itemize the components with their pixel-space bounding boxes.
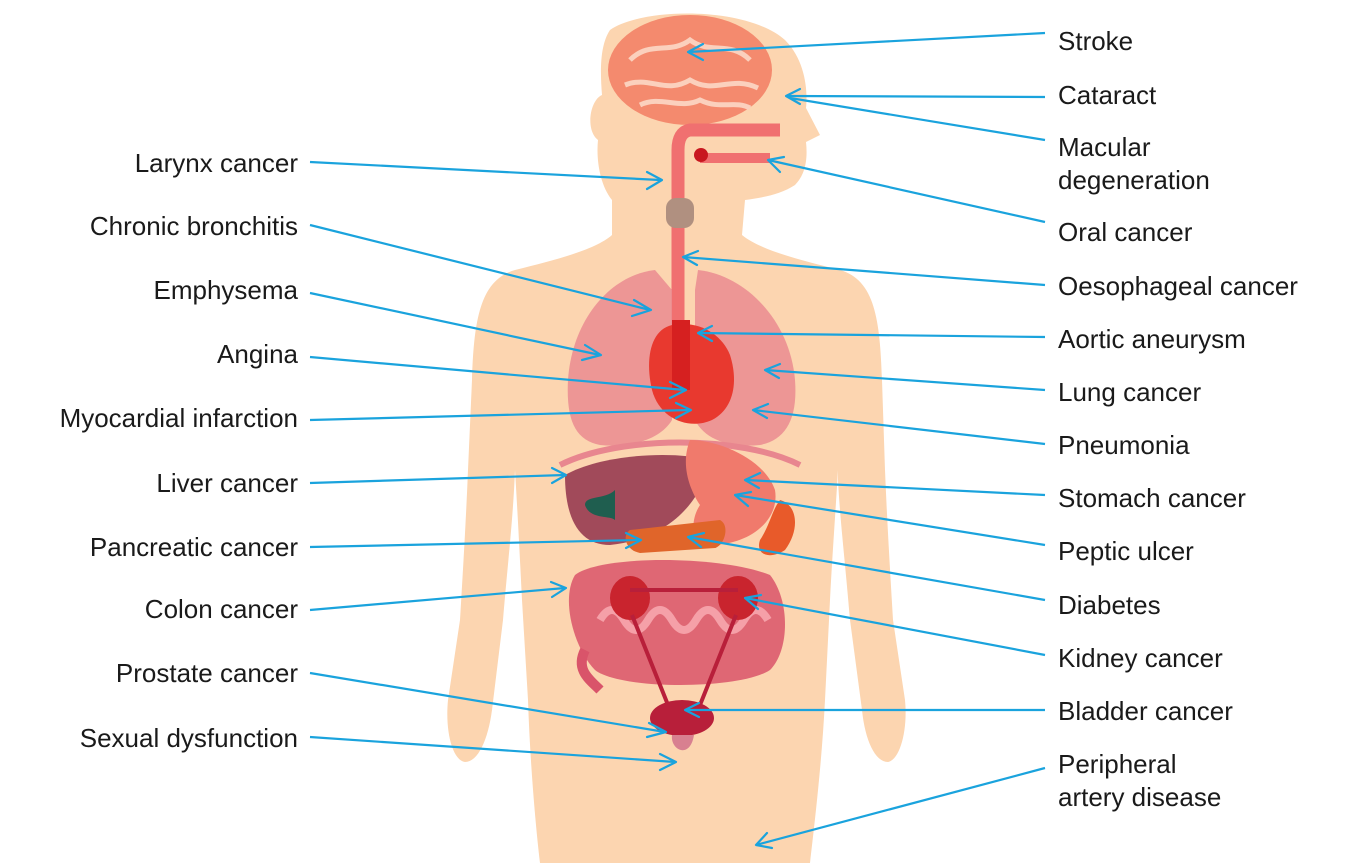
label-colon-cancer: Colon cancer (145, 594, 299, 624)
label-oesophageal-cancer: Oesophageal cancer (1058, 271, 1298, 301)
label-macular-line1: Macular (1058, 132, 1151, 162)
aorta (672, 320, 690, 390)
larynx-shape (666, 198, 694, 228)
label-emphysema: Emphysema (154, 275, 299, 305)
label-sexual-dysfunction: Sexual dysfunction (80, 723, 298, 753)
label-angina: Angina (217, 339, 298, 369)
label-aortic-aneurysm: Aortic aneurysm (1058, 324, 1246, 354)
label-liver-cancer: Liver cancer (156, 468, 298, 498)
label-prostate-cancer: Prostate cancer (116, 658, 298, 688)
label-pneumonia: Pneumonia (1058, 430, 1190, 460)
label-myocardial-infarction: Myocardial infarction (60, 403, 298, 433)
leader-oral (768, 160, 1045, 222)
label-cataract: Cataract (1058, 80, 1157, 110)
label-peripheral-line2: artery disease (1058, 782, 1221, 812)
label-larynx-cancer: Larynx cancer (135, 148, 299, 178)
right-labels: Stroke Cataract Macular degeneration Ora… (1058, 26, 1298, 812)
label-peripheral-line1: Peripheral (1058, 749, 1177, 779)
label-bladder-cancer: Bladder cancer (1058, 696, 1233, 726)
label-stroke: Stroke (1058, 26, 1133, 56)
brain (608, 15, 772, 125)
label-peptic-ulcer: Peptic ulcer (1058, 536, 1194, 566)
label-pancreatic-cancer: Pancreatic cancer (90, 532, 298, 562)
label-lung-cancer: Lung cancer (1058, 377, 1201, 407)
leader-cataract (786, 96, 1045, 97)
leader-macular (790, 98, 1045, 140)
left-labels: Larynx cancer Chronic bronchitis Emphyse… (60, 148, 299, 753)
label-kidney-cancer: Kidney cancer (1058, 643, 1223, 673)
label-stomach-cancer: Stomach cancer (1058, 483, 1246, 513)
label-macular-line2: degeneration (1058, 165, 1210, 195)
label-chronic-bronchitis: Chronic bronchitis (90, 211, 298, 241)
right-kidney (718, 576, 758, 620)
label-diabetes: Diabetes (1058, 590, 1161, 620)
uvula (694, 148, 708, 162)
label-oral-cancer: Oral cancer (1058, 217, 1193, 247)
left-kidney (610, 576, 650, 620)
